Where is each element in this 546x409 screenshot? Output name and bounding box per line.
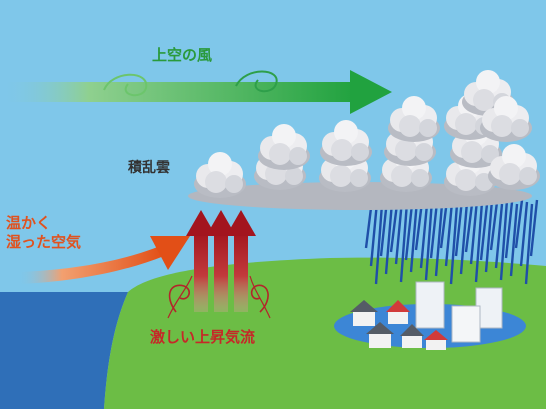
rain-streak [524,203,534,285]
rain-streak [369,201,379,267]
rain-streak [409,199,419,273]
town-buildings [415,281,503,343]
rain-streak [509,203,519,277]
rain-streak [504,201,514,259]
town [334,281,526,350]
rain-streak [429,201,439,259]
upper-wind-label: 上空の風 [152,46,213,64]
rain-streak [469,199,479,265]
rain-streak [519,201,529,267]
sea [0,292,128,409]
warm-humid-air-label-line1: 温かく [6,214,52,232]
rain-streak [484,199,494,273]
rain-streak [419,203,429,269]
rain-streak [499,199,509,281]
warm-humid-air-label-line2: 湿った空気 [6,232,82,251]
rain-streak [399,201,409,283]
rain-streak [389,203,399,253]
rain-streak [464,203,474,253]
rain-streak [414,201,424,251]
rain-streak [384,201,394,275]
rain-streak [494,203,504,269]
cumulonimbus-label: 積乱雲 [128,160,170,176]
rain-streak [459,201,469,275]
houses [350,300,448,350]
upper-wind-arrow [0,70,392,114]
rain-streak [394,199,404,265]
rain-streak [404,203,414,261]
rain-streak [449,203,459,285]
rain-streak [489,201,499,251]
rain-streak [474,201,484,283]
updraft-label: 激しい上昇気流 [150,328,256,346]
rain-streak [374,203,384,285]
rain-streak [479,203,489,261]
rain-streak [434,203,444,277]
cumulonimbus-cloud [188,70,540,210]
rain-streak [424,199,434,281]
rain-streak [529,199,539,257]
rain-streak [454,199,464,257]
rain-streak [514,199,524,249]
warm-air-arrow [18,236,190,284]
warm-humid-air-label: 温かく 湿った空気 [6,214,81,252]
updraft-arrows [167,210,271,319]
rain-streak [444,201,454,267]
